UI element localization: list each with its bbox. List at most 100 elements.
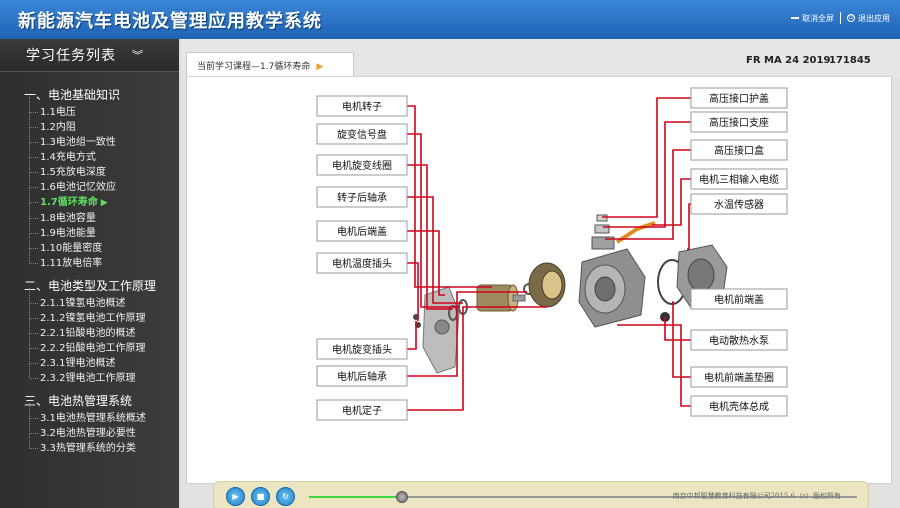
right-label-text: 高压接口支座: [709, 116, 769, 129]
media-player: ▶ ■ ↻: [213, 481, 869, 508]
leader-line: [672, 301, 691, 378]
menu-item-label: 2.1.1镍氢电池概述: [40, 298, 126, 309]
left-label-box: [316, 338, 408, 360]
chevron-down-icon[interactable]: ︾: [132, 49, 143, 62]
left-label-box: [316, 399, 408, 421]
menu-item[interactable]: 1.6电池记忆效应: [24, 172, 179, 195]
right-label-text: 电机三相输入电缆: [699, 173, 779, 186]
leader-line: [617, 324, 691, 407]
left-label-text: 电机定子: [342, 404, 382, 417]
menu-item[interactable]: 2.1.1镍氢电池概述: [24, 288, 179, 311]
leader-line: [407, 291, 527, 377]
menu-item[interactable]: 1.8电池容量: [24, 203, 179, 226]
menu-item[interactable]: 3.1电池热管理系统概述: [24, 403, 179, 426]
exit-app-button[interactable]: ⏻ 退出应用: [847, 13, 890, 24]
leader-line: [602, 97, 691, 218]
leader-line: [407, 196, 463, 304]
menu-item[interactable]: 2.3.2锂电池工作原理: [24, 363, 179, 386]
menu-item[interactable]: 2.3.1锂电池概述: [24, 348, 179, 371]
menu-item[interactable]: 1.3电池组一致性: [24, 127, 179, 150]
menu-item-label: 1.7循环寿命: [40, 197, 98, 208]
left-label-text: 电机后端盖: [337, 225, 387, 238]
left-label-box: [316, 186, 408, 208]
menu-item[interactable]: 2.1.2镍氢电池工作原理: [24, 303, 179, 326]
power-icon: ⏻: [847, 14, 855, 22]
menu-section-3[interactable]: 三、电池热管理系统: [24, 394, 133, 408]
leader-line: [407, 164, 453, 310]
menu-item[interactable]: 2.2.2铅酸电池工作原理: [24, 333, 179, 356]
leader-line: [407, 262, 419, 321]
course-name: —1.7循环寿命: [251, 62, 311, 72]
minimize-icon: [791, 17, 799, 19]
right-label-text: 电机前端盖垫圈: [704, 371, 774, 384]
menu-item-label: 2.2.2铅酸电池工作原理: [40, 343, 146, 354]
right-label-box: [690, 139, 788, 161]
sidebar-header[interactable]: 学习任务列表 ︾: [0, 39, 179, 72]
menu-item-label: 2.3.1锂电池概述: [40, 358, 116, 369]
callout-labels: 电机转子旋变信号盘电机旋变线圈转子后轴承电机后端盖电机温度插头电机旋变插头电机后…: [316, 87, 788, 421]
progress-track[interactable]: [309, 491, 857, 503]
exit-fullscreen-button[interactable]: 取消全屏: [791, 13, 834, 24]
progress-fill: [309, 496, 403, 498]
motor-parts-illustration: [413, 214, 728, 374]
leader-line: [652, 178, 691, 226]
stop-button[interactable]: ■: [251, 487, 270, 506]
menu-section-1[interactable]: 一、电池基础知识: [24, 88, 121, 102]
tab-bar: 当前学习课程—1.7循环寿命▶ FR MA 24 2019 171845: [181, 39, 900, 77]
right-label-text: 电机前端盖: [714, 293, 764, 306]
right-label-box: [690, 193, 788, 215]
left-label-text: 电机旋变插头: [332, 343, 392, 356]
right-label-box: [690, 366, 788, 388]
left-label-box: [316, 123, 408, 145]
app-header: 新能源汽车电池及管理应用教学系统 取消全屏 ⏻ 退出应用: [0, 0, 900, 39]
tab-current-course[interactable]: 当前学习课程—1.7循环寿命▶: [186, 52, 354, 77]
right-label-text: 高压接口护盖: [709, 92, 769, 105]
leader-line: [407, 321, 417, 350]
menu-item[interactable]: 1.1电压: [24, 97, 179, 120]
course-code-label: FR MA 24 2019: [746, 55, 831, 66]
menu-item-label: 3.3热管理系统的分类: [40, 443, 136, 454]
header-separator: [840, 12, 841, 24]
right-label-box: [690, 168, 788, 190]
menu-item-label: 1.1电压: [40, 107, 76, 118]
menu-item-label: 1.9电池能量: [40, 228, 96, 239]
menu-section-2[interactable]: 二、电池类型及工作原理: [24, 279, 157, 293]
menu-item[interactable]: 1.10能量密度: [24, 233, 179, 256]
left-label-box: [316, 365, 408, 387]
menu-item[interactable]: 1.11放电倍率: [24, 248, 179, 271]
menu-item[interactable]: 1.4充电方式: [24, 142, 179, 165]
menu-item[interactable]: 3.2电池热管理必要性: [24, 418, 179, 441]
left-label-text: 电机转子: [342, 100, 382, 113]
menu-item[interactable]: 1.7循环寿命▶: [24, 187, 179, 211]
left-label-text: 旋变信号盘: [337, 128, 387, 141]
leader-line: [407, 133, 459, 308]
left-label-text: 电机后轴承: [337, 370, 387, 383]
menu-item-label: 1.4充电方式: [40, 152, 96, 163]
progress-handle[interactable]: [396, 491, 409, 503]
replay-button[interactable]: ↻: [276, 487, 295, 506]
menu-item[interactable]: 1.5充放电深度: [24, 157, 179, 180]
menu-item[interactable]: 3.3热管理系统的分类: [24, 433, 179, 456]
menu-item[interactable]: 1.2内阻: [24, 112, 179, 135]
menu-item[interactable]: 2.2.1铅酸电池的概述: [24, 318, 179, 341]
left-label-box: [316, 154, 408, 176]
housing-bore: [594, 276, 616, 302]
rotor-shaft: [512, 294, 526, 302]
hv-cover-part: [596, 214, 608, 222]
menu-item-label: 2.2.1铅酸电池的概述: [40, 328, 136, 339]
menu-item-label: 1.11放电倍率: [40, 258, 103, 269]
front-cover-bore: [687, 258, 715, 292]
copyright-footer: 南京中邦智慧教育科技有限公司2015.6（c）版权所有: [672, 492, 841, 500]
hv-box-part: [591, 236, 615, 250]
exit-fullscreen-label: 取消全屏: [802, 13, 834, 23]
play-button[interactable]: ▶: [226, 487, 245, 506]
motor-exploded-diagram: 电机转子旋变信号盘电机旋变线圈转子后轴承电机后端盖电机温度插头电机旋变插头电机后…: [316, 87, 788, 421]
app-title: 新能源汽车电池及管理应用教学系统: [18, 11, 322, 32]
menu-item-label: 1.8电池容量: [40, 213, 96, 224]
right-label-text: 电机壳体总成: [709, 400, 769, 413]
leader-lines: [407, 97, 713, 411]
menu-item[interactable]: 1.9电池能量: [24, 218, 179, 241]
left-label-text: 电机旋变线圈: [332, 159, 392, 172]
